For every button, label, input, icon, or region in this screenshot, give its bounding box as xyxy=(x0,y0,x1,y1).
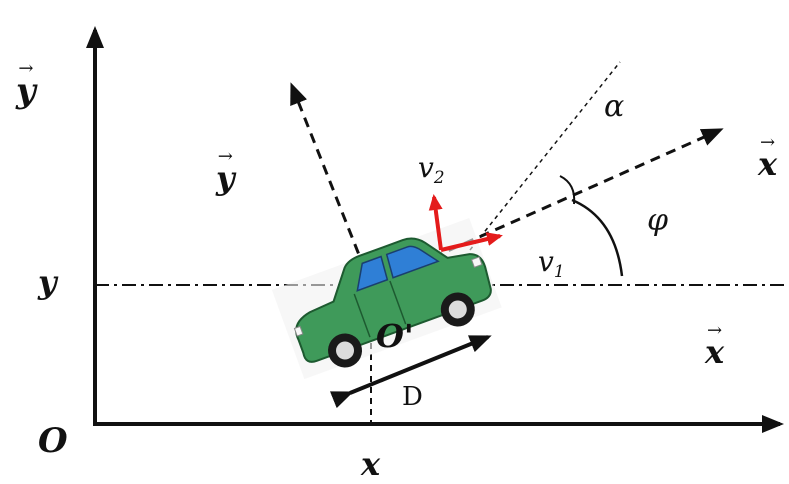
distance-label: D xyxy=(402,382,423,412)
phi-arc xyxy=(571,198,624,277)
v2-label: v2 xyxy=(418,151,445,187)
local-x-lower-label: →x xyxy=(705,320,725,371)
vector-arrow-icon: → xyxy=(217,146,233,167)
phi-label: φ xyxy=(647,203,669,238)
y-coordinate-label: y xyxy=(38,263,57,301)
velocity-v1-arrow xyxy=(440,232,503,252)
local-x-axis xyxy=(370,128,724,287)
global-y-label: →y xyxy=(16,58,36,111)
distance-d-arrow xyxy=(329,335,492,409)
car-origin-label: O' xyxy=(376,317,414,355)
origin-label: O xyxy=(38,421,68,461)
alpha-label: α xyxy=(604,89,625,124)
car xyxy=(271,218,502,380)
vector-arrow-icon: → xyxy=(759,132,776,153)
local-x-upper-label: →x xyxy=(758,132,778,183)
local-y-axis xyxy=(290,82,373,286)
vector-arrow-icon: → xyxy=(18,58,34,79)
vector-arrow-icon: → xyxy=(706,320,723,341)
velocity-v2-arrow xyxy=(428,194,443,251)
local-y-label: →y xyxy=(216,146,235,197)
v1-label: v1 xyxy=(538,245,565,281)
alpha-direction-line xyxy=(469,61,621,251)
x-coordinate-label: x xyxy=(361,445,381,483)
